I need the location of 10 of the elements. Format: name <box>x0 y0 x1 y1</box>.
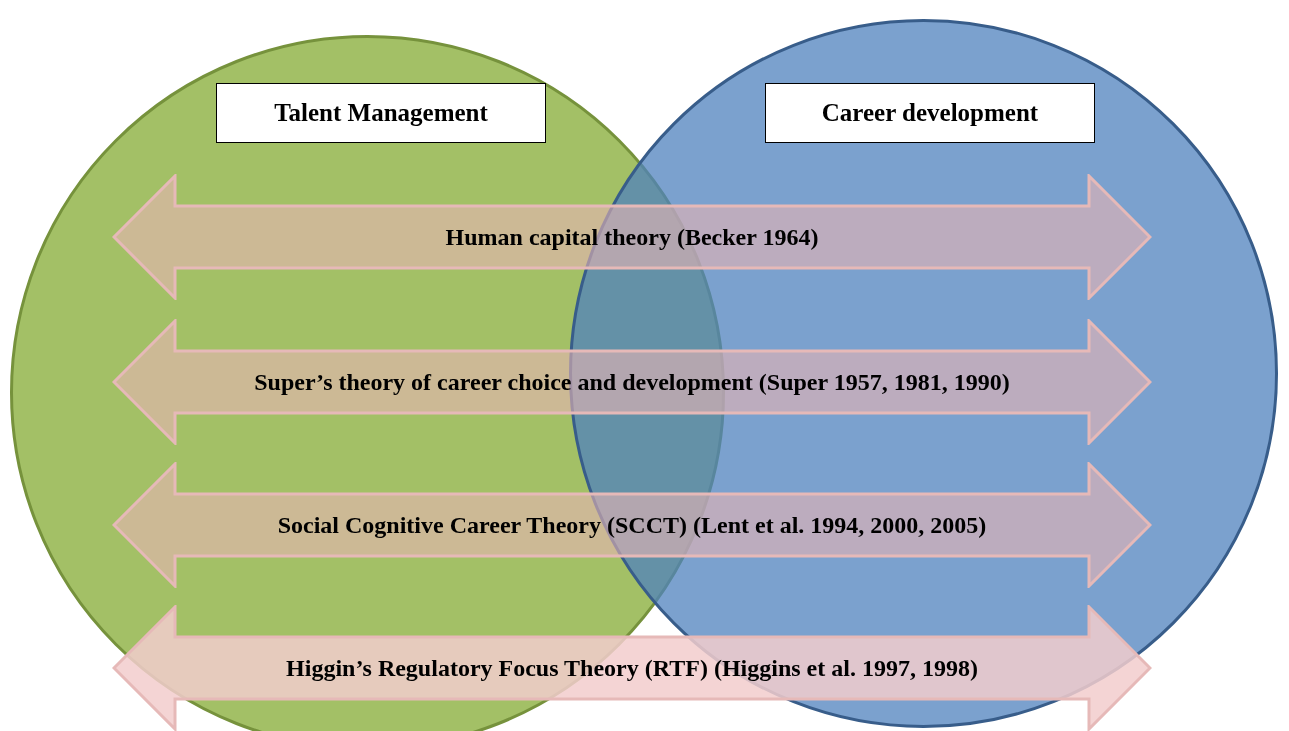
arrow-label: Social Cognitive Career Theory (SCCT) (Lent et al. 1994, 2000, 2005) <box>277 511 987 539</box>
theory-banner <box>112 462 1152 588</box>
arrow-label: Human capital theory (Becker 1964) <box>445 223 819 251</box>
arrow-label: Higgin’s Regulatory Focus Theory (RTF) (Higgins et al. 1997, 1998) <box>286 654 978 682</box>
arrow-label: Super’s theory of career choice and development (Super 1957, 1981, 1990) <box>254 368 1010 396</box>
heading-box: Talent Management <box>216 83 546 143</box>
theory-banner <box>112 319 1152 445</box>
heading-box: Career development <box>765 83 1095 143</box>
theory-banner <box>112 605 1152 731</box>
theory-banner <box>112 174 1152 300</box>
